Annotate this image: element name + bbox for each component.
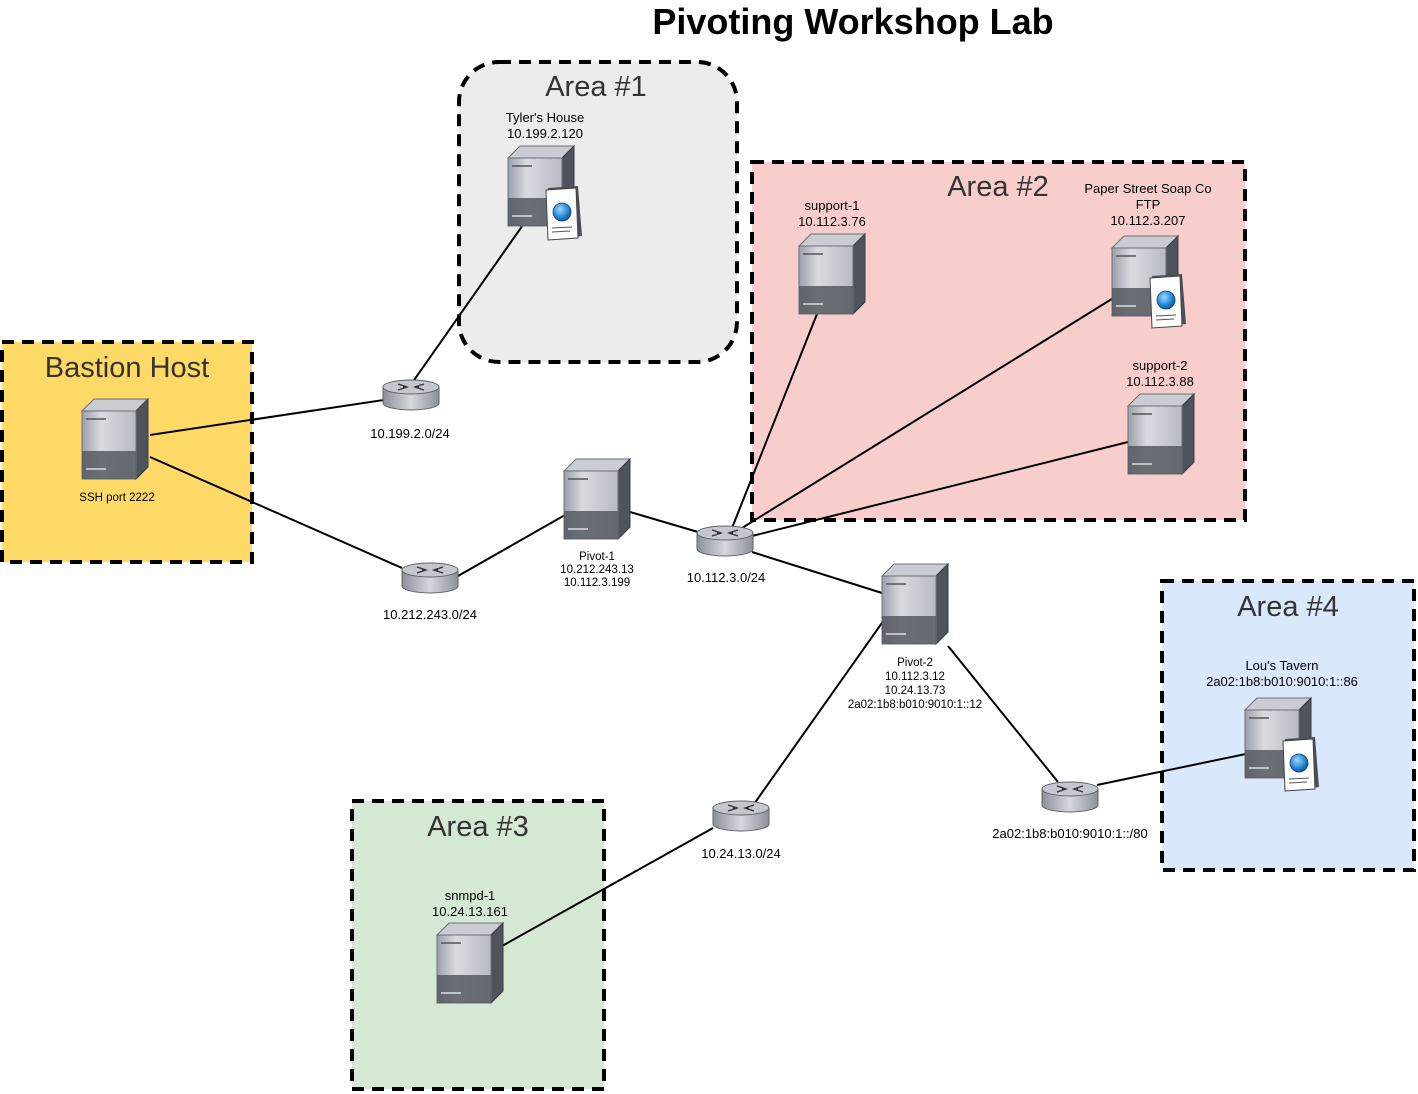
node-support-1: support-1 10.112.3.76 [798,198,866,315]
router-icon [1041,781,1099,813]
node-bastion-host: SSH port 2222 [79,398,155,504]
server-icon [436,922,504,1004]
node-label-line: support-2 [1133,358,1188,373]
zone-title: Bastion Host [45,352,209,384]
router-label: 10.112.3.0/24 [687,570,766,585]
node-label-line: 2a02:1b8:b010:9010:1::12 [848,699,982,711]
node-pivot-2: Pivot-2 10.112.3.12 10.24.13.73 2a02:1b8… [848,563,982,711]
link-r199-tylers-house [411,221,526,384]
zone-title: Area #1 [545,71,647,103]
node-label-line: 10.112.3.12 [885,671,945,683]
web-document-icon [1282,736,1320,792]
router-10-212-243-0: 10.212.243.0/24 [383,562,477,622]
web-document-icon [1149,273,1187,329]
link-bastion-r199 [149,399,385,436]
node-label-line: Paper Street Soap Co [1084,181,1211,196]
node-label-line: Pivot-1 [579,551,615,563]
node-label-line: support-1 [805,198,860,213]
link-r212-pivot1 [457,514,566,577]
router-10-112-3-0: 10.112.3.0/24 [687,525,766,585]
router-icon [696,525,754,557]
router-label: 10.24.13.0/24 [701,846,781,861]
zone-area-1: Area #1 [457,60,739,364]
node-label-line: 10.24.13.73 [885,685,946,697]
link-r112-support1 [731,313,818,529]
link-r112-support2 [751,441,1129,537]
diagram-title: Pivoting Workshop Lab [652,1,1053,42]
node-label-line: Tyler's House [506,110,584,125]
node-label-line: SSH port 2222 [79,492,154,504]
router-2a02-v6: 2a02:1b8:b010:9010:1::/80 [992,781,1148,841]
node-label-line: 10.112.3.199 [564,577,630,589]
router-icon [712,800,770,832]
server-icon [563,458,631,540]
node-label-line: 10.212.243.13 [560,564,634,576]
link-bastion-r212 [149,456,403,569]
node-label-line: 10.24.13.161 [432,904,508,919]
node-snmpd-1: snmpd-1 10.24.13.161 [432,888,508,1004]
node-label-line: snmpd-1 [445,888,496,903]
node-pivot-1: Pivot-1 10.212.243.13 10.112.3.199 [560,458,634,589]
node-label-line: 10.112.3.76 [798,214,866,229]
node-support-2: support-2 10.112.3.88 [1126,358,1195,475]
router-label: 10.212.243.0/24 [383,607,477,622]
server-icon [798,233,866,315]
node-paper-street-soap-co: Paper Street Soap Co FTP 10.112.3.207 [1084,181,1212,329]
link-pivot2-r24 [753,619,885,805]
link-pivot1-r112 [629,511,699,533]
zone-title: Area #2 [947,171,1049,203]
links [149,221,1285,947]
router-icon [382,379,440,411]
node-label-line: Pivot-2 [897,657,933,669]
node-label-line: FTP [1136,197,1161,212]
zone-bastion-host: Bastion Host [0,340,254,564]
node-lous-tavern: Lou's Tavern 2a02:1b8:b010:9010:1::86 [1206,658,1358,792]
link-r112-pivot2 [751,551,883,594]
node-label-line: 10.112.3.88 [1126,374,1194,389]
router-label: 2a02:1b8:b010:9010:1::/80 [992,826,1147,841]
node-label-line: Lou's Tavern [1245,658,1318,673]
server-icon [881,563,949,645]
zone-title: Area #4 [1237,591,1339,623]
node-tylers-house: Tyler's House 10.199.2.120 [506,110,584,241]
node-label-line: 2a02:1b8:b010:9010:1::86 [1206,674,1358,689]
node-label-line: 10.112.3.207 [1111,213,1186,228]
server-icon [81,398,149,480]
link-r24-snmpd1 [501,827,714,947]
router-icon [401,562,459,594]
router-10-199-2-0: 10.199.2.0/24 [370,379,450,441]
link-pivot2-rv6 [947,645,1059,783]
web-document-icon [545,185,583,241]
server-icon [1127,393,1195,475]
router-10-24-13-0: 10.24.13.0/24 [701,800,781,861]
zone-title: Area #3 [427,811,529,843]
zone-area-4: Area #4 [1160,579,1416,872]
router-label: 10.199.2.0/24 [370,426,450,441]
node-label-line: 10.199.2.120 [507,126,583,141]
link-r112-paper-street [741,296,1116,529]
